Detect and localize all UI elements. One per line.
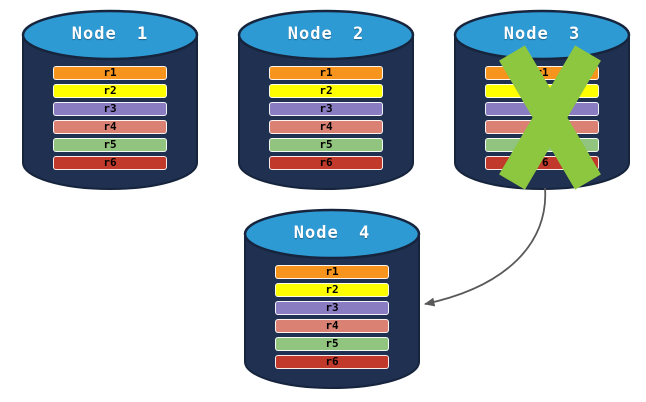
node-title: Node 4 <box>293 223 371 243</box>
replica-bar: r1 <box>53 66 167 80</box>
cylinder-top <box>21 9 199 61</box>
cylinder-top <box>243 208 421 260</box>
x-stroke <box>499 45 601 190</box>
replica-bar: r2 <box>269 84 383 98</box>
replica-list: r1 r2 r3 r4 r5 r6 <box>275 265 389 373</box>
replica-bar: r4 <box>275 319 389 333</box>
replica-bar: r3 <box>269 102 383 116</box>
cylinder-top <box>237 9 415 61</box>
replica-bar: r2 <box>275 283 389 297</box>
replica-bar: r3 <box>275 301 389 315</box>
node-title: Node 3 <box>503 24 581 44</box>
replica-bar: r1 <box>269 66 383 80</box>
replica-bar: r5 <box>53 138 167 152</box>
replica-bar: r3 <box>53 102 167 116</box>
failure-x-icon <box>499 45 601 190</box>
replica-bar: r1 <box>275 265 389 279</box>
replica-list: r1 r2 r3 r4 r5 r6 <box>53 66 167 174</box>
replica-bar: r6 <box>275 355 389 369</box>
replica-list: r1 r2 r3 r4 r5 r6 <box>269 66 383 174</box>
replica-bar: r4 <box>53 120 167 134</box>
replica-bar: r6 <box>269 156 383 170</box>
arrow-curve <box>424 187 547 307</box>
node-1: Node 1 r1 r2 r3 r4 r5 r6 <box>20 8 200 196</box>
replica-bar: r5 <box>269 138 383 152</box>
replica-bar: r6 <box>53 156 167 170</box>
cylinder-top <box>453 9 631 61</box>
node-2: Node 2 r1 r2 r3 r4 r5 r6 <box>236 8 416 196</box>
replica-bar: r5 <box>275 337 389 351</box>
replica-bar: r2 <box>53 84 167 98</box>
node-title: Node 2 <box>287 24 365 44</box>
replica-bar: r4 <box>269 120 383 134</box>
node-4: Node 4 r1 r2 r3 r4 r5 r6 <box>242 207 422 395</box>
node-title: Node 1 <box>71 24 149 44</box>
